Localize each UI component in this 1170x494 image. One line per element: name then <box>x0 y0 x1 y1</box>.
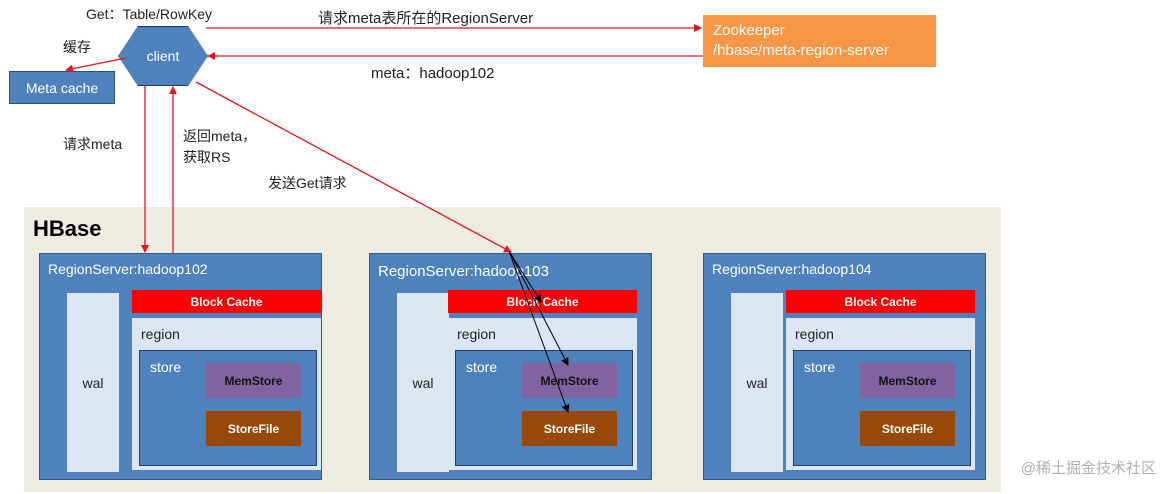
storefile: StoreFile <box>860 411 955 446</box>
client-node: client <box>118 26 208 86</box>
get-rs-label: 获取RS <box>183 149 231 165</box>
meta-reply-label: meta：hadoop102 <box>371 65 495 82</box>
wal-box: wal <box>67 293 119 472</box>
watermark: @稀土掘金技术社区 <box>1020 460 1156 477</box>
request-meta-label: 请求meta <box>63 136 123 152</box>
zookeeper-node: Zookeeper /hbase/meta-region-server <box>703 15 936 67</box>
region-server-hadoop102: RegionServer:hadoop102 wal Block Cache r… <box>39 253 322 480</box>
wal-box: wal <box>397 293 449 472</box>
block-cache: Block Cache <box>132 290 321 313</box>
region-label: region <box>457 326 496 342</box>
return-meta-label: 返回meta， <box>183 128 257 144</box>
region-server-hadoop104: RegionServer:hadoop104 wal Block Cache r… <box>703 253 986 480</box>
memstore: MemStore <box>206 363 301 398</box>
memstore: MemStore <box>522 363 617 398</box>
zookeeper-path: /hbase/meta-region-server <box>713 42 889 59</box>
arrow-client-to-meta-cache <box>65 57 127 73</box>
request-meta-table-label: 请求meta表所在的RegionServer <box>318 10 534 27</box>
memstore: MemStore <box>860 363 955 398</box>
zookeeper-title: Zookeeper <box>713 22 785 39</box>
store-label: store <box>466 359 498 375</box>
block-cache: Block Cache <box>448 290 637 313</box>
storefile: StoreFile <box>206 411 301 446</box>
region-box: region store MemStore StoreFile <box>448 318 637 470</box>
send-get-label: 发送Get请求 <box>268 175 347 191</box>
store-label: store <box>804 359 836 375</box>
get-request-label: Get：Table/RowKey <box>86 6 213 22</box>
region-server-title: RegionServer:hadoop103 <box>378 263 549 280</box>
hbase-title: HBase <box>33 216 102 241</box>
wal-box: wal <box>731 293 783 472</box>
store-box: store MemStore StoreFile <box>793 350 971 466</box>
cache-label: 缓存 <box>63 39 91 55</box>
region-server-title: RegionServer:hadoop104 <box>712 261 872 277</box>
region-label: region <box>141 326 180 342</box>
block-cache: Block Cache <box>786 290 975 313</box>
store-box: store MemStore StoreFile <box>455 350 633 466</box>
region-label: region <box>795 326 834 342</box>
storefile: StoreFile <box>522 411 617 446</box>
region-server-title: RegionServer:hadoop102 <box>48 261 208 277</box>
region-server-hadoop103: RegionServer:hadoop103 wal Block Cache r… <box>369 253 652 480</box>
region-box: region store MemStore StoreFile <box>786 318 975 470</box>
region-box: region store MemStore StoreFile <box>132 318 321 470</box>
store-label: store <box>150 359 182 375</box>
store-box: store MemStore StoreFile <box>139 350 317 466</box>
meta-cache-node: Meta cache <box>9 71 115 104</box>
